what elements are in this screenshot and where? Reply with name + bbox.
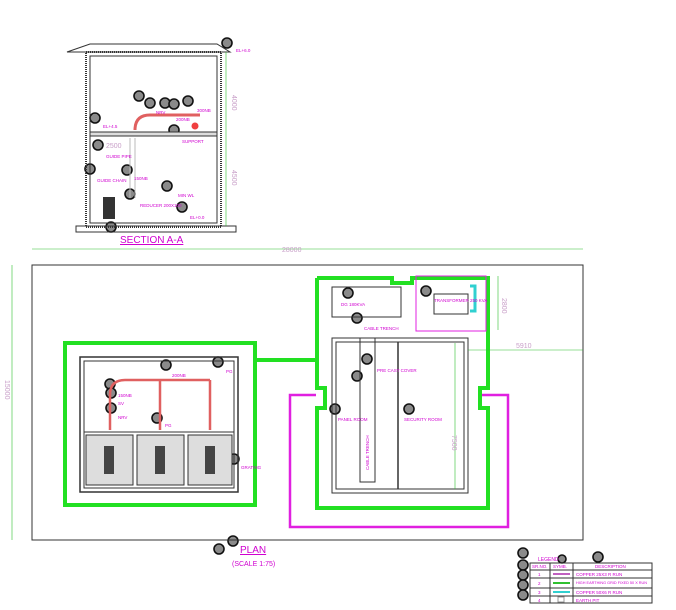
dg-set: [331, 286, 402, 318]
label-200nb: 200NB: [176, 117, 190, 122]
building-wall: [315, 276, 490, 510]
label-pg2: PG: [226, 369, 233, 374]
dim-offset: 5910: [516, 343, 532, 350]
pin-marker[interactable]: [351, 312, 363, 324]
label-150nb: 150NB: [134, 176, 148, 181]
plan-scale: (SCALE 1:75): [232, 561, 275, 568]
section-title: SECTION A-A: [120, 235, 184, 246]
pin-marker[interactable]: [361, 353, 373, 365]
label-guide-chain: GUIDE CHAIN: [97, 178, 127, 183]
label-precast: PRE CAST COVER: [377, 368, 417, 373]
pin-marker[interactable]: [557, 554, 567, 564]
legend-row-desc: COPPER 25X3 R RUN: [576, 572, 622, 577]
label-el-mid: EL+4.5: [103, 124, 118, 129]
earthing-grid: [288, 393, 510, 529]
plan-title: PLAN: [240, 545, 266, 556]
pin-marker[interactable]: [517, 579, 529, 591]
pin-marker[interactable]: [176, 201, 188, 213]
label-nrv-plan: NRV: [118, 415, 127, 420]
dim-upper: 4000: [230, 95, 237, 111]
label-el-bottom: EL+0.0: [190, 215, 205, 220]
label-el-top: EL+6.0: [236, 48, 251, 53]
pin-marker[interactable]: [160, 359, 172, 371]
label-sv: SV: [118, 401, 124, 406]
pump: [103, 197, 115, 219]
pin-marker[interactable]: [227, 535, 239, 547]
pin-marker[interactable]: [517, 547, 529, 559]
pin-marker[interactable]: [212, 356, 224, 368]
label-support: SUPPORT: [182, 139, 204, 144]
pin-marker[interactable]: [517, 589, 529, 601]
label-pipe: 150NB: [118, 393, 132, 398]
legend-row-desc: EARTH PIT: [576, 598, 600, 603]
plot-boundary: [31, 264, 584, 541]
legend-row-desc: COPPER 50X6 R RUN: [576, 590, 622, 595]
section-a-a: 4000 4500 2500 EL+6.0 EL+4.5 EL+0.0 NRV …: [66, 43, 251, 246]
roof: [66, 43, 232, 53]
pin-marker[interactable]: [133, 90, 145, 102]
plan: 28000 15000 200NB 150NB SV NRV PG PG GRA…: [3, 247, 584, 568]
pin-marker[interactable]: [89, 112, 101, 124]
pin-marker[interactable]: [517, 559, 529, 571]
label-header: 200NB: [172, 373, 186, 378]
pin-marker[interactable]: [182, 95, 194, 107]
label-reducer: REDUCER 200X100: [140, 203, 182, 208]
legend-row-no: 3: [538, 590, 541, 595]
legend-row-no: 4: [538, 598, 541, 603]
pin-marker[interactable]: [221, 37, 233, 49]
pump-piping: [108, 378, 212, 430]
pin-marker[interactable]: [342, 287, 354, 299]
label-nrv: NRV: [156, 110, 165, 115]
label-transformer: TRANSFORMER 250 KVA: [434, 298, 487, 303]
legend-header-no: SR.NO.: [532, 564, 548, 569]
annotation-pins: [84, 37, 604, 601]
pin-marker[interactable]: [161, 180, 173, 192]
cable-trench: [359, 337, 376, 483]
pin-marker[interactable]: [517, 569, 529, 581]
legend-header-symbol: SYMB.: [553, 564, 567, 569]
transformer-yard: [415, 275, 487, 332]
label-grating: GRATING: [241, 465, 262, 470]
label-cable-trench-v: CABLE TRENCH: [365, 435, 370, 470]
legend-row-no: 2: [538, 581, 541, 586]
label-security-room: SECURITY ROOM: [404, 417, 442, 422]
legend: LEGEND SR.NO. SYMB. DESCRIPTION 1 COPPER…: [529, 557, 653, 604]
dim-lower: 4500: [230, 170, 237, 186]
dim-room: 7500: [450, 435, 457, 451]
label-cable-trench: CABLE TRENCH: [364, 326, 399, 331]
pin-marker[interactable]: [92, 139, 104, 151]
label-pg: PG: [165, 423, 172, 428]
legend-title: LEGEND: [538, 557, 559, 563]
slab: [89, 131, 218, 137]
label-min-wl: MIN WL: [178, 193, 195, 198]
legend-row-desc: HIGH EARTHING GRID FIXED 50 X RUN: [576, 581, 647, 585]
dim-width: 2500: [106, 143, 122, 150]
label-guide-pipe: GUIDE PIPE: [106, 154, 132, 159]
dim-transformer: 2800: [500, 298, 507, 314]
dim-overall-width: 28000: [282, 247, 302, 254]
legend-table: [529, 562, 653, 604]
dim-overall-height: 15000: [3, 380, 10, 400]
legend-symbol: [557, 596, 565, 603]
base: [75, 225, 237, 233]
pump-house-wall: [63, 341, 257, 507]
pin-marker[interactable]: [592, 551, 604, 563]
discharge-pipe: [133, 113, 200, 131]
legend-row-no: 1: [538, 572, 541, 577]
legend-header-description: DESCRIPTION: [595, 564, 626, 569]
pin-marker[interactable]: [403, 403, 415, 415]
section-walls: [85, 51, 222, 228]
label-dg: DG 180KVA: [341, 302, 365, 307]
pump-bays: [85, 434, 233, 486]
pin-marker[interactable]: [420, 285, 432, 297]
pin-marker[interactable]: [213, 543, 225, 555]
pin-marker[interactable]: [144, 97, 156, 109]
pin-marker[interactable]: [168, 98, 180, 110]
label-panel-room: PANEL ROOM: [338, 417, 368, 422]
label-valve: 300NB: [197, 108, 211, 113]
